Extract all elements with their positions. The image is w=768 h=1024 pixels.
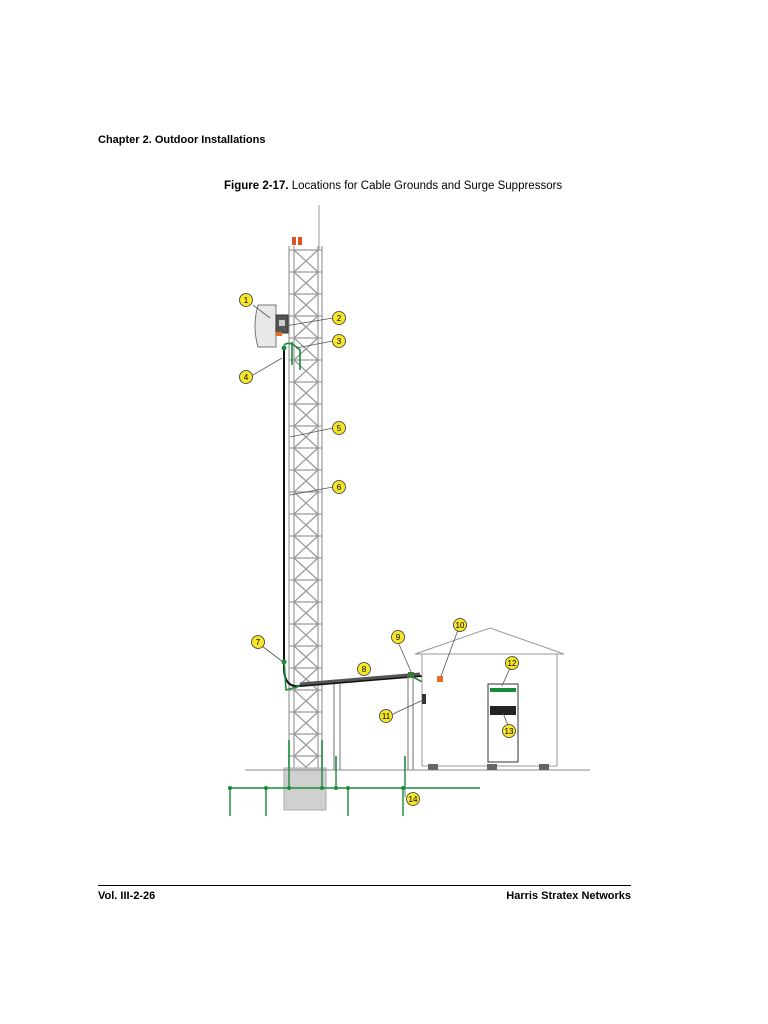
callout-label: 10	[456, 621, 465, 630]
company-name: Harris Stratex Networks	[506, 890, 631, 902]
dish-antenna	[254, 304, 289, 348]
callout-label: 5	[337, 424, 342, 433]
callout-label: 12	[508, 659, 517, 668]
callout-circle	[332, 311, 346, 325]
callout-circle	[357, 662, 371, 676]
callout-label: 3	[337, 337, 342, 346]
callout-circle	[453, 618, 467, 632]
callout-label: 8	[362, 665, 367, 674]
callout-label: 2	[337, 314, 342, 323]
callout-circle	[239, 370, 253, 384]
callout-label: 11	[382, 712, 391, 721]
callout-circle	[505, 656, 519, 670]
callout-circle	[332, 480, 346, 494]
callout-circle	[379, 709, 393, 723]
callout-circle	[406, 792, 420, 806]
beacon-light	[292, 237, 296, 245]
equipment-shelter	[408, 627, 565, 770]
page-number: Vol. III-2-26	[98, 890, 156, 902]
figure-caption: Figure 2-17. Locations for Cable Grounds…	[224, 180, 562, 192]
figure-number: Figure 2-17.	[224, 180, 289, 192]
callout-label: 7	[256, 638, 261, 647]
callout-circle	[239, 293, 253, 307]
callout-circle	[332, 421, 346, 435]
callout-label: 9	[396, 633, 401, 642]
callout-label: 14	[409, 795, 418, 804]
leader-lines	[252, 304, 511, 797]
ground-nodes	[228, 345, 405, 790]
lattice-tower	[288, 246, 323, 779]
callout-circle	[251, 635, 265, 649]
callout-circle	[391, 630, 405, 644]
callout-label: 4	[244, 373, 249, 382]
tower-foundation	[283, 767, 327, 811]
callout-circle	[332, 334, 346, 348]
callout-label: 13	[505, 727, 514, 736]
footer-rule	[98, 885, 631, 886]
ground-ring	[228, 768, 480, 816]
chapter-heading: Chapter 2. Outdoor Installations	[98, 134, 266, 146]
figure-title: Locations for Cable Grounds and Surge Su…	[291, 180, 563, 192]
callout-circle	[502, 724, 516, 738]
beacon-light	[298, 237, 302, 245]
cable-bridge	[299, 672, 421, 770]
callout-label: 1	[244, 296, 249, 305]
callout-label: 6	[337, 483, 342, 492]
